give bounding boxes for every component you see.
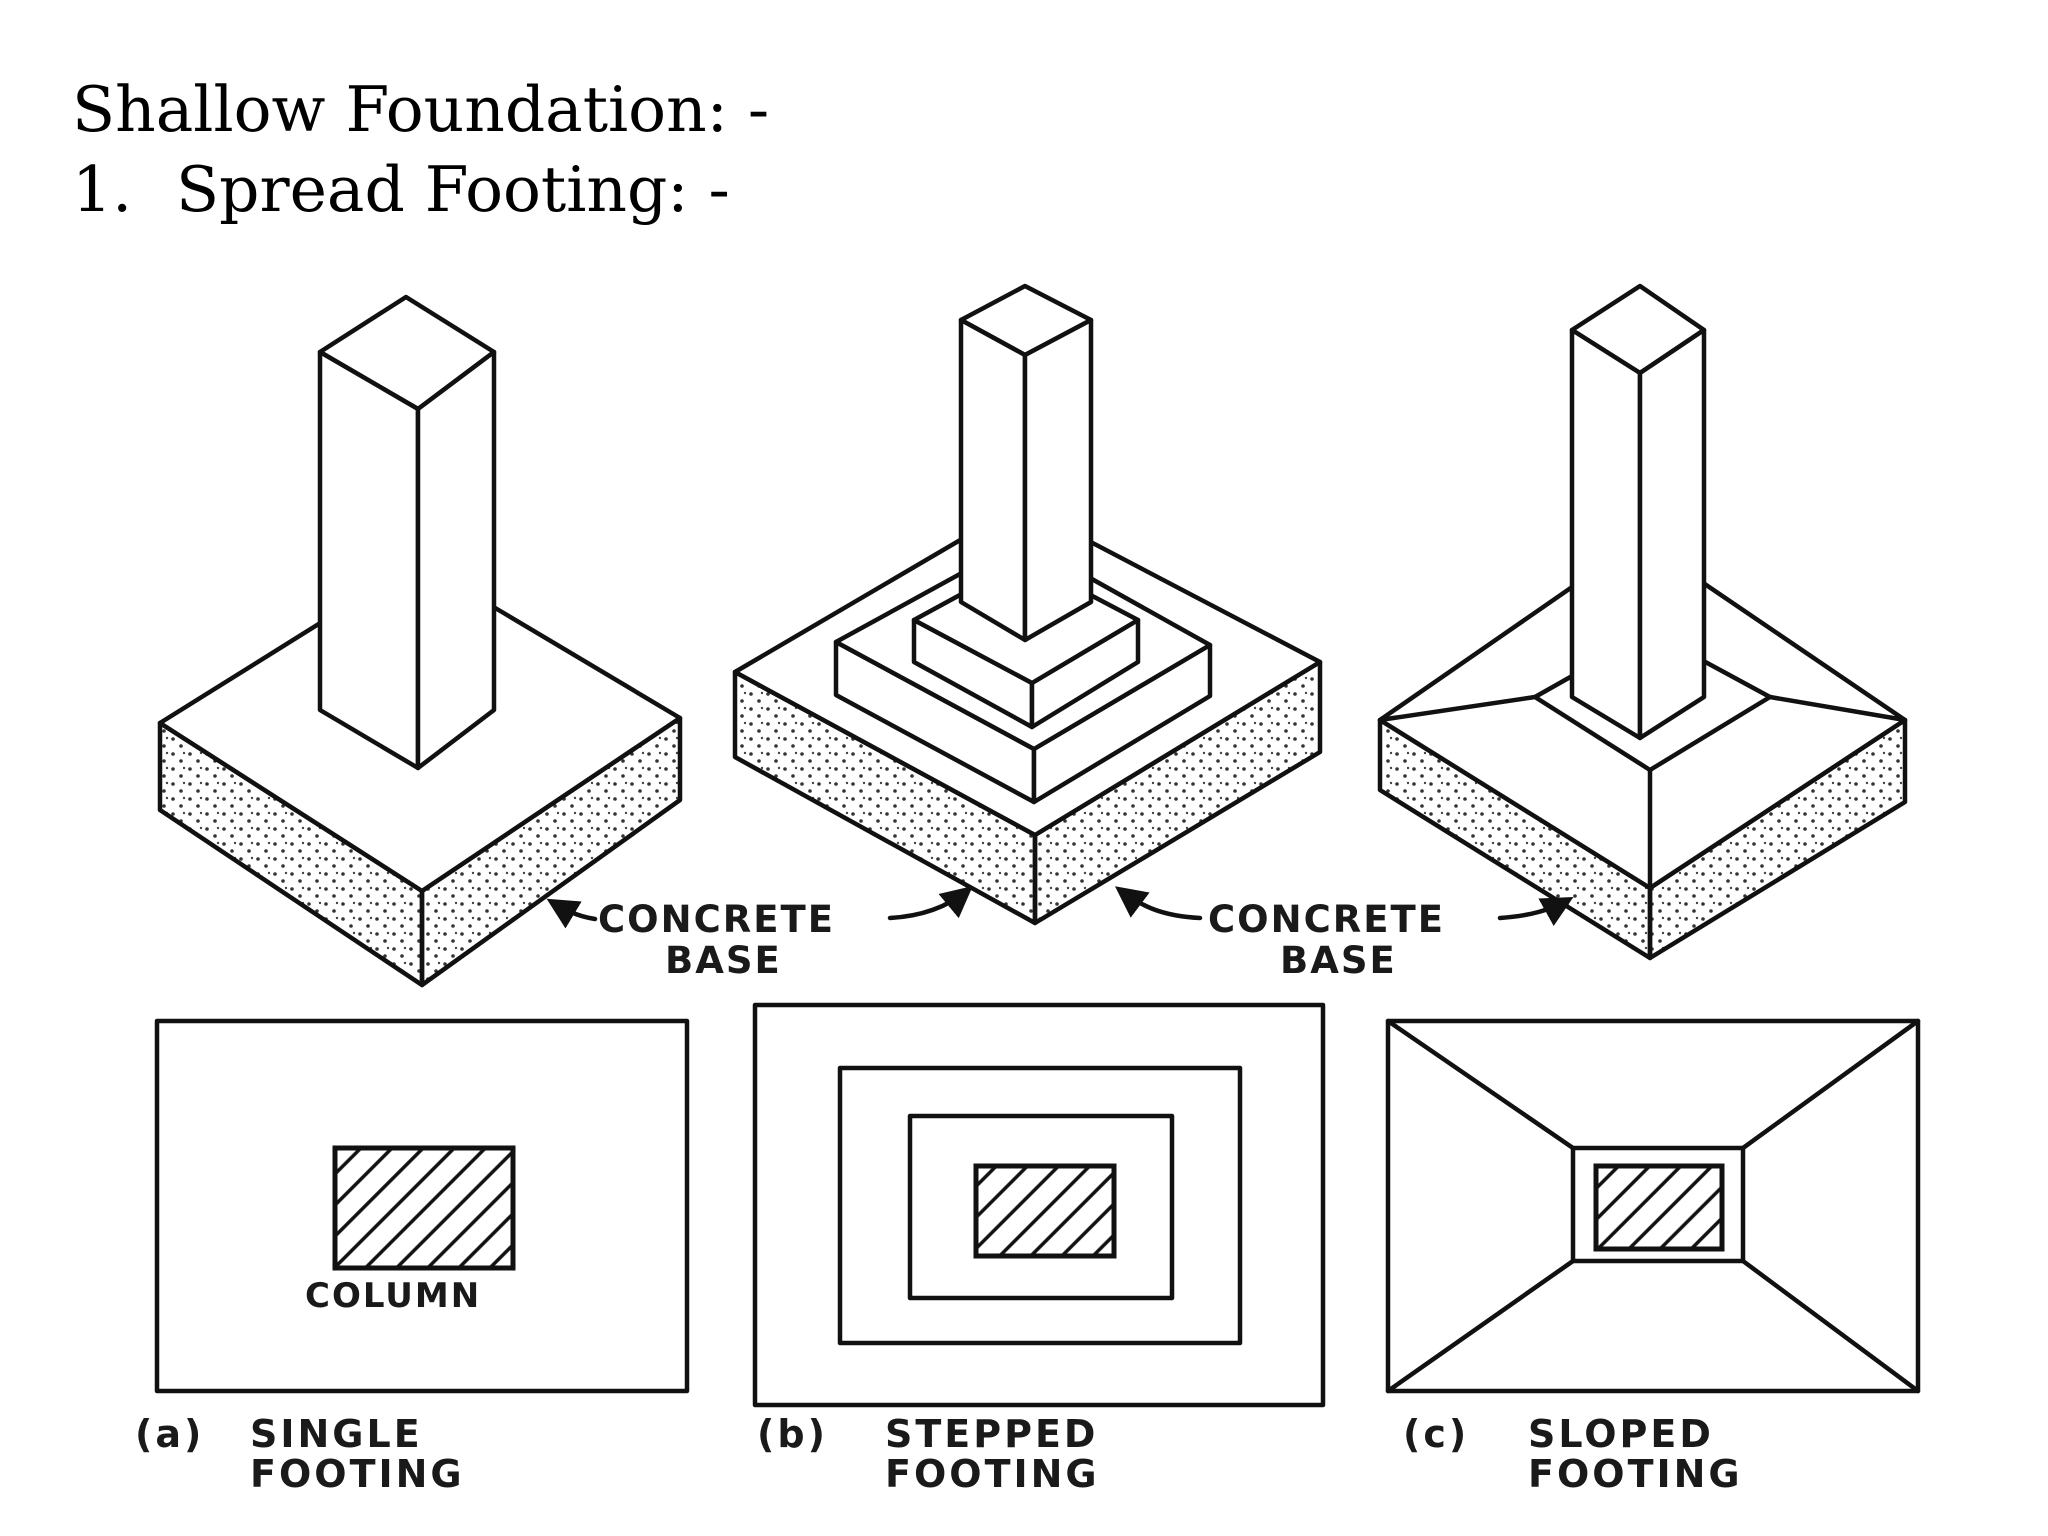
caption-a-letter: (a) <box>135 1412 204 1456</box>
list-item-number: 1. <box>72 153 133 226</box>
stepped-footing-plan-step2 <box>907 1113 1175 1301</box>
stepped-footing-plan-column <box>973 1163 1117 1259</box>
sloped-footing-slope-edge-left <box>1377 694 1538 723</box>
sloped-footing-plan <box>1385 1018 1921 1394</box>
concrete-base-arrow-2 <box>887 885 973 921</box>
sloped-footing-column-left <box>1569 327 1643 741</box>
caption-c: (c) SLOPED FOOTING <box>1403 1412 1743 1496</box>
single-footing-plan-column <box>332 1145 516 1271</box>
single-footing-plan: COLUMN <box>154 1018 690 1394</box>
caption-a: (a) SINGLE FOOTING <box>135 1412 465 1496</box>
sloped-footing-plan-diagonal-3 <box>1385 1258 1576 1394</box>
concrete-base-label-left-line2: BASE <box>665 939 782 982</box>
sloped-footing-plan-diagonal-1 <box>1385 1018 1576 1151</box>
stepped-footing-plan <box>752 1002 1326 1408</box>
slide-title: Shallow Foundation: - <box>72 73 770 146</box>
concrete-base-label-left: CONCRETE BASE <box>546 885 973 982</box>
caption-c-line1: SLOPED <box>1528 1412 1714 1456</box>
sloped-footing-plan-pedestal <box>1570 1145 1746 1264</box>
concrete-base-arrow-1 <box>546 898 598 929</box>
column-label: COLUMN <box>305 1276 481 1316</box>
concrete-base-label-right-line2: BASE <box>1280 939 1397 982</box>
concrete-base-label-left-line1: CONCRETE <box>598 898 835 941</box>
caption-a-line2: FOOTING <box>250 1452 465 1496</box>
stepped-footing-column-right <box>1022 317 1094 643</box>
sloped-footing-plan-diagonal-4 <box>1740 1258 1921 1394</box>
single-footing-plan-base <box>154 1018 690 1394</box>
concrete-base-arrow-3 <box>1114 886 1203 921</box>
stepped-footing-3d <box>732 283 1323 926</box>
single-footing-column-left <box>317 349 421 771</box>
caption-b-line1: STEPPED <box>885 1412 1098 1456</box>
sloped-footing-3d <box>1377 283 1908 961</box>
stepped-footing-plan-step1 <box>837 1065 1243 1346</box>
concrete-base-label-right: CONCRETE BASE <box>1114 886 1574 982</box>
sloped-footing-plan-diagonal-2 <box>1740 1018 1921 1151</box>
sloped-footing-column-right <box>1637 327 1707 741</box>
list-item-text: Spread Footing: - <box>176 153 730 226</box>
sloped-footing-plan-column <box>1593 1163 1725 1252</box>
caption-b-line2: FOOTING <box>885 1452 1100 1496</box>
sloped-footing-slope-edge-right <box>1767 694 1908 723</box>
concrete-base-label-right-line1: CONCRETE <box>1208 898 1445 941</box>
caption-b: (b) STEPPED FOOTING <box>757 1412 1100 1496</box>
single-footing-column-right <box>415 349 497 771</box>
stepped-footing-plan-base <box>752 1002 1326 1408</box>
caption-a-line1: SINGLE <box>250 1412 423 1456</box>
concrete-base-arrow-4 <box>1497 896 1574 927</box>
caption-c-letter: (c) <box>1403 1412 1469 1456</box>
list-item-spread-footing: 1.Spread Footing: - <box>72 158 730 221</box>
caption-c-line2: FOOTING <box>1528 1452 1743 1496</box>
sloped-footing-plan-base <box>1385 1018 1921 1394</box>
caption-b-letter: (b) <box>757 1412 828 1456</box>
stepped-footing-column-left <box>958 317 1028 643</box>
single-footing-3d <box>157 294 683 988</box>
